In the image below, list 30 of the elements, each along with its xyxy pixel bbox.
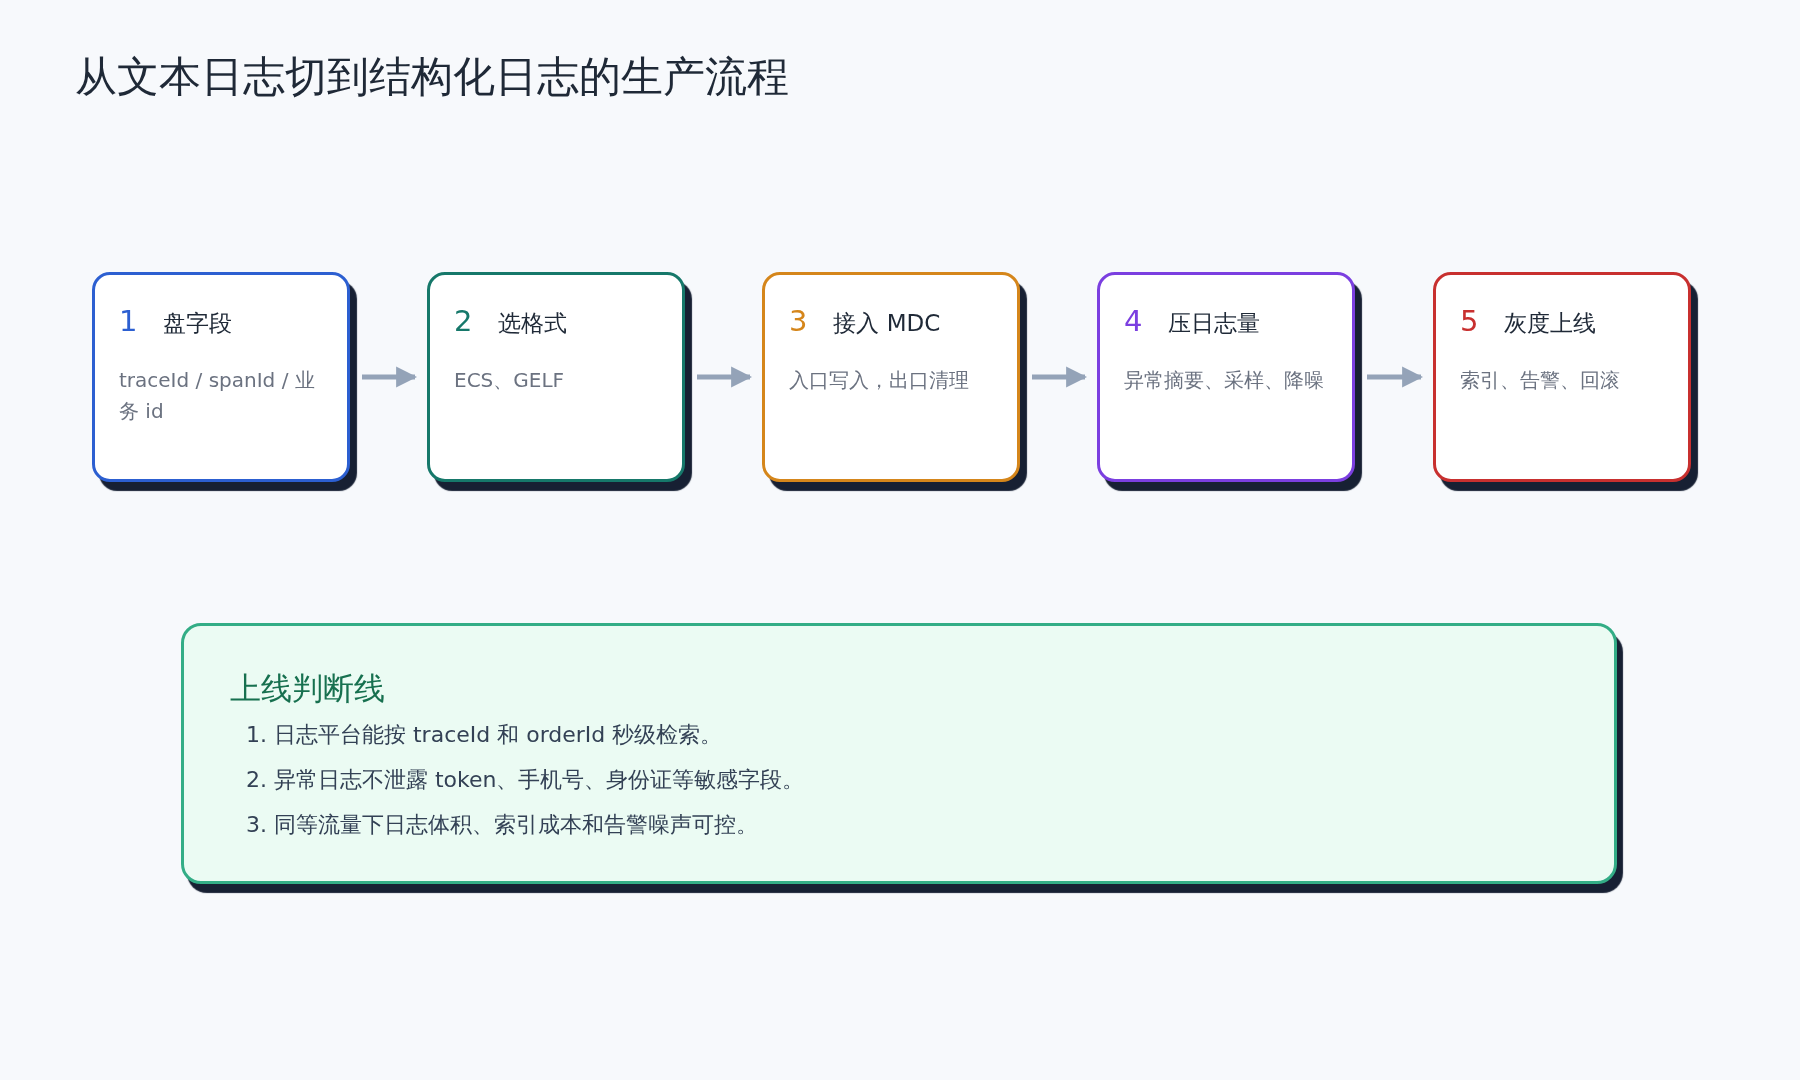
arrow bbox=[697, 366, 753, 388]
step-title: 接入 MDC bbox=[833, 309, 941, 338]
step-title: 选格式 bbox=[498, 309, 568, 338]
step-card bbox=[1433, 272, 1691, 482]
panel-heading: 上线判断线 bbox=[230, 669, 385, 708]
page-title: 从文本日志切到结构化日志的生产流程 bbox=[75, 52, 789, 103]
step-card bbox=[1097, 272, 1355, 482]
arrow bbox=[362, 366, 418, 388]
arrow bbox=[1032, 366, 1088, 388]
checklist-item: 2. 异常日志不泄露 token、手机号、身份证等敏感字段。 bbox=[246, 766, 806, 794]
checklist-item: 1. 日志平台能按 traceId 和 orderId 秒级检索。 bbox=[246, 721, 724, 749]
checklist-panel bbox=[181, 623, 1617, 884]
step-card bbox=[762, 272, 1020, 482]
step-title: 压日志量 bbox=[1168, 309, 1261, 338]
step-number: 2 bbox=[454, 303, 473, 340]
step-description: ECS、GELF bbox=[454, 367, 566, 394]
step-card bbox=[92, 272, 350, 482]
step-number: 4 bbox=[1124, 303, 1143, 340]
step-description: 索引、告警、回滚 bbox=[1460, 367, 1621, 394]
step-card bbox=[427, 272, 685, 482]
checklist-item: 3. 同等流量下日志体积、索引成本和告警噪声可控。 bbox=[246, 811, 759, 839]
step-title: 盘字段 bbox=[163, 309, 233, 338]
step-description: 入口写入，出口清理 bbox=[789, 367, 970, 394]
step-title: 灰度上线 bbox=[1504, 309, 1597, 338]
step-number: 3 bbox=[789, 303, 808, 340]
step-number: 5 bbox=[1460, 303, 1479, 340]
step-description: traceId / spanId / 业务 id bbox=[119, 367, 316, 425]
step-number: 1 bbox=[119, 303, 138, 340]
arrow bbox=[1367, 366, 1424, 388]
step-description: 异常摘要、采样、降噪 bbox=[1124, 367, 1325, 394]
